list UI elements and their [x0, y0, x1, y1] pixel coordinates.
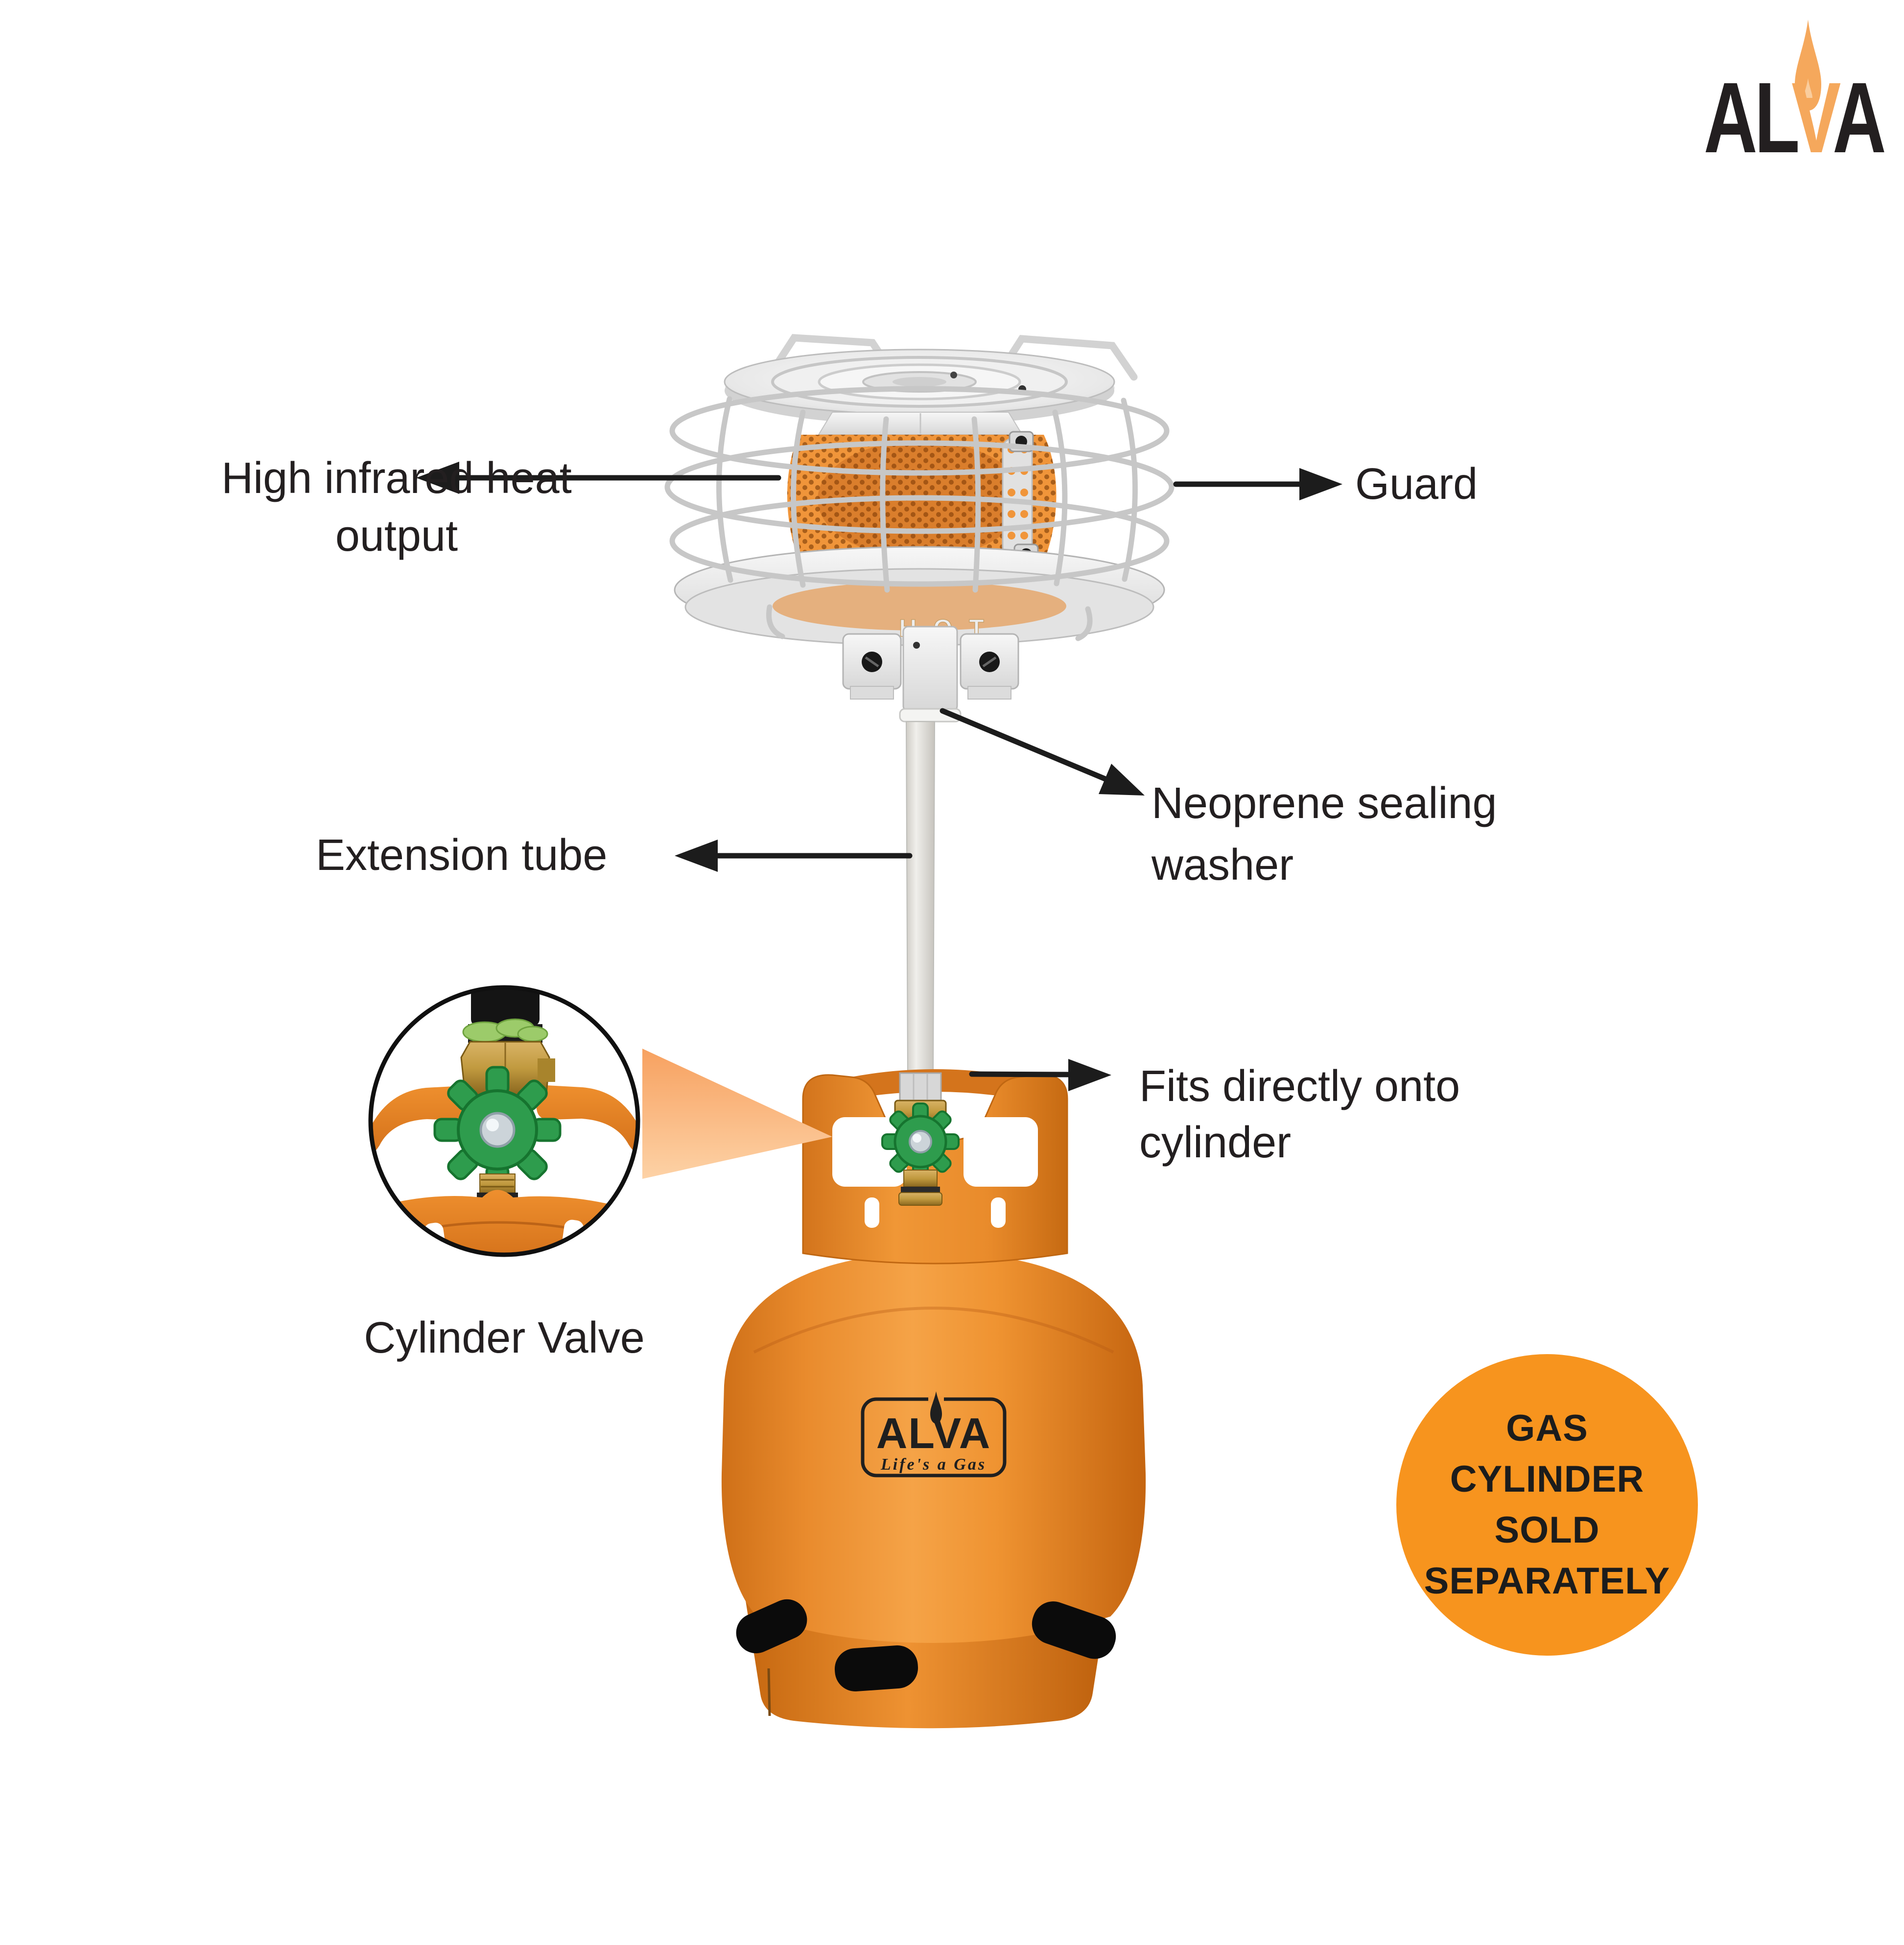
extension-tube	[905, 721, 936, 1074]
mounting-bracket	[842, 626, 1019, 712]
label-extension-tube: Extension tube	[316, 831, 608, 880]
arrow-fits	[969, 1059, 1111, 1091]
bottom-dish: HOT	[674, 546, 1165, 646]
cylinder-logo-word: ALVA	[876, 1409, 991, 1457]
vent-slots	[736, 1599, 1116, 1691]
arrow-high-infrared	[416, 462, 781, 494]
badge-line2: CYLINDER	[1450, 1458, 1645, 1500]
logo-letter-a: A	[1833, 62, 1886, 174]
label-fits-line1: Fits directly onto	[1139, 1062, 1460, 1111]
arrow-guard	[1173, 468, 1342, 500]
cylinder-logo-tagline: Life's a Gas	[880, 1455, 987, 1474]
label-neoprene-line2: washer	[1152, 841, 1294, 890]
alva-logo: ALVA	[1704, 20, 1904, 168]
badge-line3: SOLD	[1494, 1509, 1600, 1551]
label-cylinder-valve: Cylinder Valve	[364, 1313, 645, 1362]
arrow-neoprene	[940, 708, 1145, 796]
cylinder-body	[721, 1252, 1146, 1643]
valve-inset	[368, 985, 640, 1257]
arrow-extension-tube	[675, 840, 913, 872]
label-fits-line2: cylinder	[1139, 1118, 1292, 1167]
logo-letter-v: V	[1791, 62, 1835, 174]
sold-separately-badge: GAS CYLINDER SOLD SEPARATELY	[1396, 1354, 1698, 1656]
alva-logo-letters: ALVA	[1704, 68, 1886, 168]
cylinder-brand-badge: ALVA Life's a Gas	[861, 1391, 1007, 1477]
igniter-strip	[1002, 438, 1033, 557]
gas-cylinder: ALVA Life's a Gas	[721, 1069, 1146, 1729]
label-high-infrared-line1: High infrared heat	[221, 454, 572, 503]
label-neoprene-line1: Neoprene sealing	[1152, 779, 1497, 828]
logo-letters-al: AL	[1704, 62, 1794, 174]
valve-knob	[881, 1102, 960, 1181]
guard-vertical-wires	[716, 396, 1138, 641]
callout-arrows	[416, 462, 1342, 1091]
flame-icon	[1795, 20, 1821, 111]
label-high-infrared: High infrared heat output	[162, 449, 632, 565]
badge-line1: GAS	[1506, 1407, 1588, 1449]
label-guard: Guard	[1355, 460, 1478, 509]
label-high-infrared-line2: output	[335, 512, 458, 561]
skirt-seam	[767, 1668, 771, 1716]
label-fits: Fits directly onto cylinder	[1139, 1058, 1460, 1171]
inset-circle-border	[368, 985, 640, 1257]
magnifier-beam	[642, 1049, 832, 1179]
badge-line4: SEPARATELY	[1424, 1560, 1670, 1602]
flame-icon	[930, 1391, 942, 1424]
heater-head: HOT	[664, 334, 1175, 723]
guard-rings	[664, 386, 1175, 587]
label-neoprene: Neoprene sealing washer	[1152, 773, 1497, 896]
cylinder-valve-assembly	[881, 1072, 960, 1206]
